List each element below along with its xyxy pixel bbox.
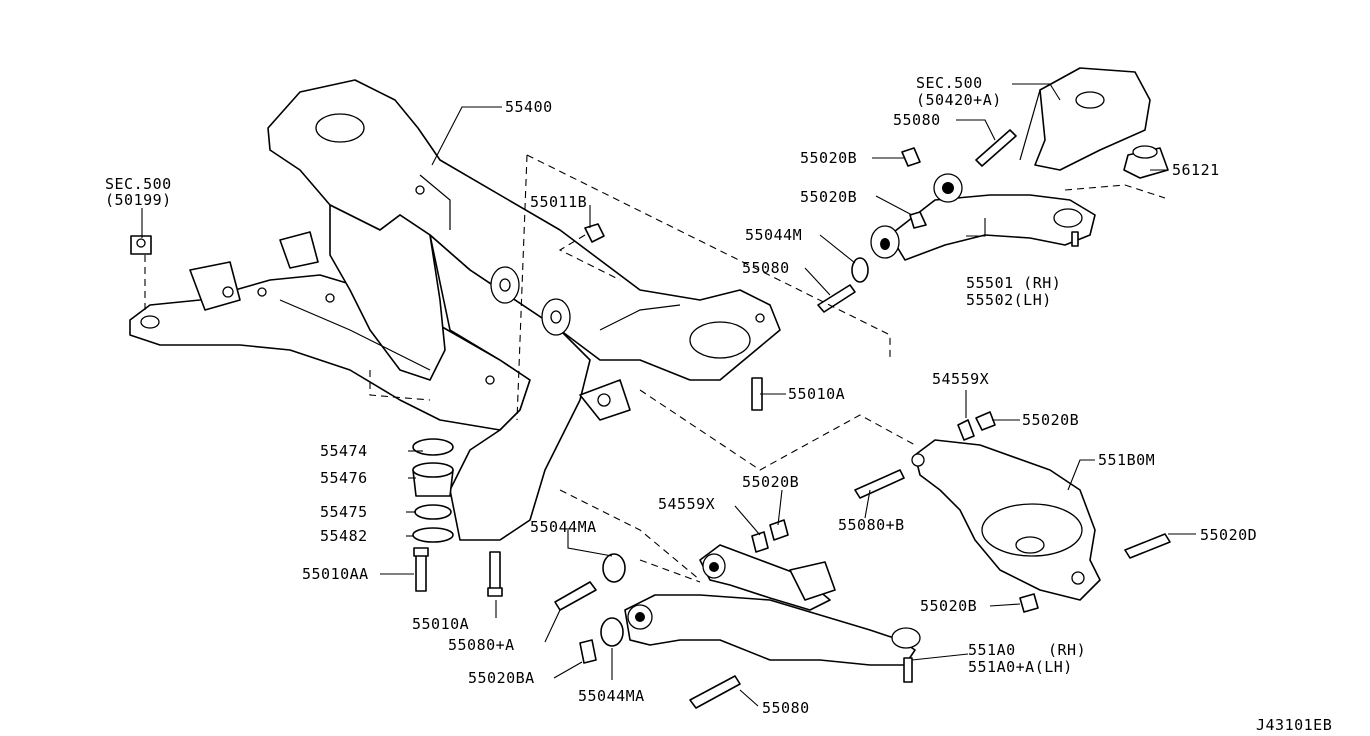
label-55010a-1: 55010A (788, 385, 845, 403)
label-55476: 55476 (320, 469, 368, 487)
label-55044ma-1: 55044MA (530, 518, 597, 536)
label-55080-bot: 55080 (762, 699, 810, 717)
label-50420a: (50420+A) (916, 91, 1002, 109)
label-56121: 56121 (1172, 161, 1220, 179)
label-55020b-5: 55020B (920, 597, 977, 615)
label-551a0-rh: (RH) (1048, 641, 1086, 659)
label-sec500-left: SEC.500 (105, 175, 172, 193)
part-labels: SEC.500 (50420+A) 55400 55080 56121 5502… (105, 74, 1332, 734)
label-55020b-2: 55020B (800, 188, 857, 206)
insulator-56121 (1123, 145, 1169, 179)
label-55080-top: 55080 (893, 111, 941, 129)
label-551a0: 551A0 (968, 641, 1016, 659)
label-55020b-1: 55020B (800, 149, 857, 167)
label-55080b: 55080+B (838, 516, 905, 534)
label-551b0m: 551B0M (1098, 451, 1155, 469)
label-55475: 55475 (320, 503, 368, 521)
label-55020b-3: 55020B (1022, 411, 1079, 429)
label-55020ba: 55020BA (468, 669, 535, 687)
dashed-reference-lines (144, 154, 1166, 583)
label-55011b: 55011B (530, 193, 587, 211)
label-55020b-4: 55020B (742, 473, 799, 491)
label-54559x-1: 54559X (932, 370, 989, 388)
suspension-member-55400 (129, 79, 781, 541)
label-55080-mid: 55080 (742, 259, 790, 277)
label-55010aa: 55010AA (302, 565, 369, 583)
label-sec500-top: SEC.500 (916, 74, 983, 92)
label-54559x-2: 54559X (658, 495, 715, 513)
label-55482: 55482 (320, 527, 368, 545)
label-55080a: 55080+A (448, 636, 515, 654)
label-55010a-2: 55010A (412, 615, 469, 633)
lower-link-551b0m (911, 439, 1101, 601)
label-55044m: 55044M (745, 226, 802, 244)
hardware-bolts-nuts (130, 129, 1171, 709)
label-55020d: 55020D (1200, 526, 1257, 544)
label-50199: (50199) (105, 191, 172, 209)
transverse-link-551a0 (624, 544, 921, 683)
label-55474: 55474 (320, 442, 368, 460)
diagram-reference-code: J43101EB (1256, 716, 1332, 734)
upper-link-55501 (870, 173, 1096, 261)
label-55501: 55501 (RH) (966, 274, 1061, 292)
label-55400: 55400 (505, 98, 553, 116)
label-55502: 55502(LH) (966, 291, 1052, 309)
leader-lines (141, 83, 1196, 707)
strut-tower-bracket (1019, 67, 1151, 171)
label-55044ma-2: 55044MA (578, 687, 645, 705)
label-551a0a: 551A0+A(LH) (968, 658, 1073, 676)
